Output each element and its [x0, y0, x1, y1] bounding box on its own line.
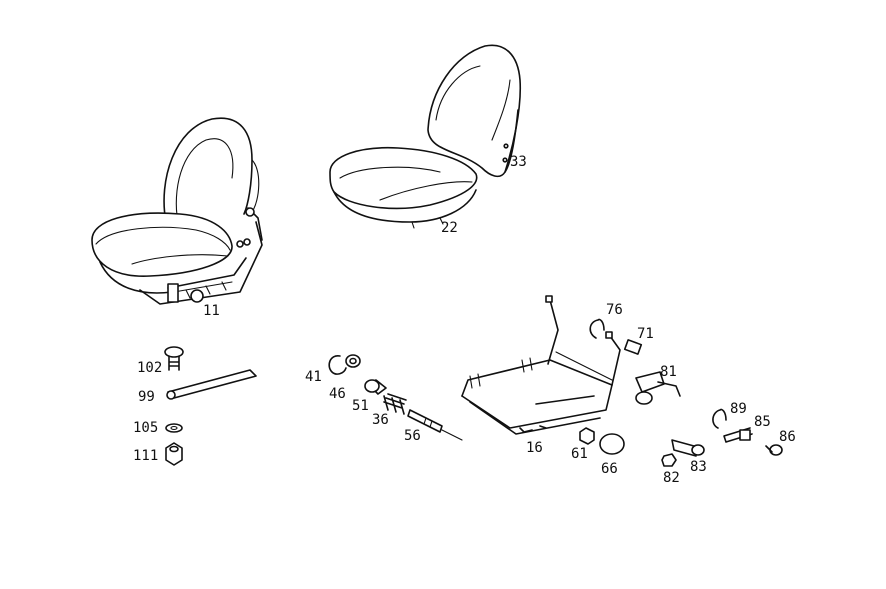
callout-81: 81: [660, 364, 677, 380]
seat-assembly: [91, 117, 263, 305]
callout-33: 33: [510, 154, 527, 170]
callout-11: 11: [203, 303, 220, 319]
callout-51: 51: [352, 398, 369, 414]
callout-61: 61: [571, 446, 588, 462]
hardware-right: [579, 318, 681, 455]
callout-85: 85: [754, 414, 771, 430]
callout-labels: 11 22 33 76 71 81 102 99 105 111 41 46 5…: [133, 154, 796, 486]
callout-22: 22: [441, 220, 458, 236]
callout-83: 83: [690, 459, 707, 475]
callout-89: 89: [730, 401, 747, 417]
callout-86: 86: [779, 429, 796, 445]
callout-82: 82: [663, 470, 680, 486]
callout-102: 102: [137, 360, 162, 376]
seat-cushion-part: [329, 146, 478, 229]
callout-105: 105: [133, 420, 158, 436]
callout-76: 76: [606, 302, 623, 318]
seat-frame-part: [461, 295, 621, 435]
callout-41: 41: [305, 369, 322, 385]
callout-16: 16: [526, 440, 543, 456]
backrest-part: [427, 44, 522, 178]
callout-56: 56: [404, 428, 421, 444]
callout-111: 111: [133, 448, 158, 464]
callout-66: 66: [601, 461, 618, 477]
hardware-far-right: [661, 408, 783, 467]
callout-99: 99: [138, 389, 155, 405]
callout-46: 46: [329, 386, 346, 402]
axle-parts: [328, 354, 463, 441]
lever-group: [164, 346, 257, 466]
callout-36: 36: [372, 412, 389, 428]
callout-71: 71: [637, 326, 654, 342]
